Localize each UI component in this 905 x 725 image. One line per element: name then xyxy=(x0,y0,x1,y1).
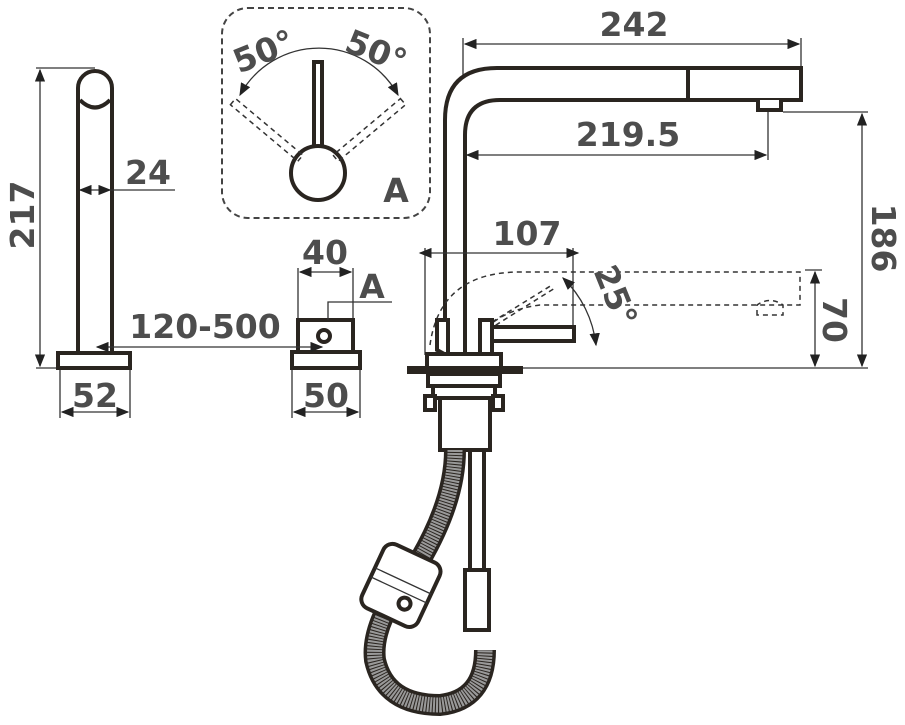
block-detail-label: A xyxy=(359,267,385,306)
detail-label: A xyxy=(383,171,409,210)
spout xyxy=(443,66,803,356)
base-width-label: 52 xyxy=(72,376,118,415)
pipe-diameter-label: 24 xyxy=(125,153,171,192)
block-base-width-label: 50 xyxy=(303,376,349,415)
distance-label: 120-500 xyxy=(129,307,280,346)
reach-label: 242 xyxy=(600,5,669,44)
handle-knob xyxy=(289,144,347,202)
right-angle-label: 50° xyxy=(340,22,413,82)
handle-angle-label: 25° xyxy=(586,259,646,332)
side-view: 217 24 52 xyxy=(3,67,175,418)
detail-a-inset: 50° 50° A xyxy=(221,7,431,219)
handle-height-label: 70 xyxy=(815,297,854,343)
shank xyxy=(438,396,492,452)
height-label: 186 xyxy=(864,204,903,273)
handle-block-view: 40 A 120-500 50 xyxy=(95,233,392,418)
handle-length-label: 107 xyxy=(493,214,562,253)
height-label: 217 xyxy=(3,181,42,250)
hose-connector xyxy=(463,568,491,632)
left-angle-label: 50° xyxy=(227,22,300,82)
faucet-base xyxy=(56,351,132,370)
faucet-pipe xyxy=(76,69,114,357)
spout-reach-label: 219.5 xyxy=(576,115,680,154)
handle-lever xyxy=(490,325,576,343)
block-top-width-label: 40 xyxy=(302,233,348,272)
main-faucet-view: 242 219.5 186 107 25° 70 xyxy=(359,5,903,717)
hose-weight xyxy=(359,541,443,629)
deck-plate xyxy=(407,366,523,374)
